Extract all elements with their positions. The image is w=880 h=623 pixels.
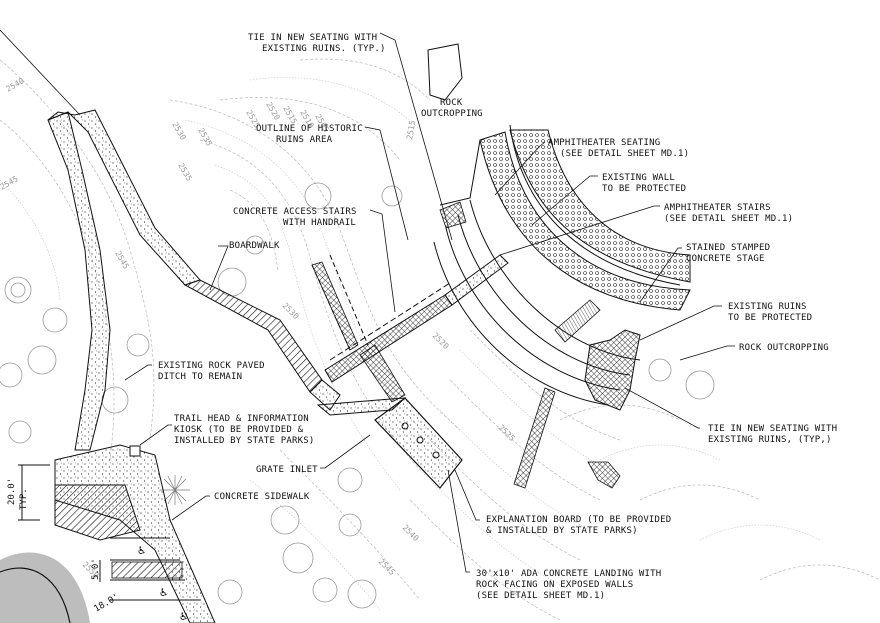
elev-2545: 2545 bbox=[0, 174, 20, 192]
amphitheater-stairs bbox=[554, 299, 601, 343]
label-outline-ruins-1: OUTLINE OF HISTORIC bbox=[256, 124, 363, 134]
dim-stall-width: 5.0' bbox=[91, 558, 101, 580]
shrub-icon bbox=[160, 475, 190, 505]
label-trail-head-3: INSTALLED BY STATE PARKS) bbox=[174, 436, 314, 446]
label-existing-ruins-1: EXISTING RUINS bbox=[728, 302, 807, 312]
curb-line bbox=[0, 567, 71, 623]
label-stained-stage-1: STAINED STAMPED bbox=[686, 243, 770, 253]
ruin-block-south bbox=[587, 461, 621, 489]
elev-2515: 2515 bbox=[281, 105, 299, 126]
elev-2545b: 2545 bbox=[113, 250, 131, 271]
label-amph-seating-1: AMPHITHEATER SEATING bbox=[548, 138, 660, 148]
boardwalk-link bbox=[309, 379, 341, 411]
parking-stalls: ♿ ♿ ♿ bbox=[110, 537, 200, 623]
label-trail-head-2: KIOSK (TO BE PROVIDED & bbox=[174, 425, 304, 435]
bench-icon bbox=[416, 436, 424, 444]
label-tie-in-top-2: EXISTING RUINS. (TYP.) bbox=[262, 44, 386, 54]
elev-2520b: 2520 bbox=[431, 331, 451, 351]
elev-2540: 2540 bbox=[5, 76, 26, 94]
label-ada-2: ROCK FACING ON EXPOSED WALLS bbox=[476, 580, 633, 590]
label-concrete-stairs-2: WITH HANDRAIL bbox=[283, 218, 356, 228]
label-explanation-2: & INSTALLED BY STATE PARKS) bbox=[486, 526, 638, 536]
leader-lines bbox=[124, 32, 735, 573]
bench-icon bbox=[432, 451, 440, 459]
elev-2540b: 2540 bbox=[401, 523, 421, 543]
elev-2530b: 2530 bbox=[281, 301, 301, 321]
walkway bbox=[316, 397, 407, 416]
existing-ruins bbox=[584, 329, 641, 411]
elev-2545c: 2545 bbox=[377, 557, 397, 577]
kiosk-area-hatch bbox=[54, 484, 141, 541]
accessible-parking-icon: ♿ bbox=[160, 585, 167, 599]
stairs-upper bbox=[444, 254, 509, 306]
label-ditch-2: DITCH TO REMAIN bbox=[158, 372, 242, 382]
dim-typ-note: TYP. bbox=[19, 488, 29, 510]
label-existing-wall-2: TO BE PROTECTED bbox=[602, 184, 686, 194]
label-existing-wall-1: EXISTING WALL bbox=[602, 173, 675, 183]
label-existing-ruins-2: TO BE PROTECTED bbox=[728, 313, 812, 323]
dim-typ-width: 20.0' bbox=[7, 478, 17, 505]
tree-symbols bbox=[0, 182, 715, 609]
kiosk-icon bbox=[129, 445, 141, 457]
label-amph-seating-2: (SEE DETAIL SHEET MD.1) bbox=[560, 149, 689, 159]
accessible-parking-icon: ♿ bbox=[180, 609, 187, 623]
pavement-area bbox=[0, 552, 90, 623]
label-amph-stairs-2: (SEE DETAIL SHEET MD.1) bbox=[664, 214, 793, 224]
elev-2530: 2530 bbox=[170, 121, 188, 142]
elev-2520: 2520 bbox=[264, 101, 282, 122]
annotations: TIE IN NEW SEATING WITH EXISTING RUINS. … bbox=[158, 33, 837, 601]
elev-2535b: 2535 bbox=[176, 162, 194, 183]
ruin-strip-left bbox=[311, 261, 359, 351]
dim-stall-length: 18.0' bbox=[93, 592, 121, 614]
grate-inlet-icon bbox=[401, 422, 409, 430]
label-stained-stage-2: CONCRETE STAGE bbox=[686, 254, 765, 264]
label-amph-stairs-1: AMPHITHEATER STAIRS bbox=[664, 203, 771, 213]
elev-2515b: 2515 bbox=[405, 120, 417, 141]
label-trail-head-1: TRAIL HEAD & INFORMATION bbox=[174, 414, 309, 424]
label-tie-in-top-1: TIE IN NEW SEATING WITH bbox=[248, 33, 377, 43]
label-ada-1: 30'x10' ADA CONCRETE LANDING WITH bbox=[476, 569, 661, 579]
contour-lines bbox=[0, 58, 880, 621]
diagonal-leader bbox=[0, 29, 81, 116]
label-tie-in-right-1: TIE IN NEW SEATING WITH bbox=[708, 424, 837, 434]
elev-2535: 2535 bbox=[196, 127, 214, 148]
label-concrete-stairs-1: CONCRETE ACCESS STAIRS bbox=[233, 207, 357, 217]
ruin-strip-mid bbox=[359, 344, 406, 403]
label-rock-right: ROCK OUTCROPPING bbox=[739, 343, 829, 353]
ruin-strip-long bbox=[513, 387, 556, 489]
ruin-block-north bbox=[439, 201, 467, 229]
rock-outcropping-sketch bbox=[427, 43, 463, 101]
label-ada-3: (SEE DETAIL SHEET MD.1) bbox=[476, 591, 605, 601]
label-rock-top-2: OUTCROPPING bbox=[421, 109, 483, 119]
label-tie-in-right-2: EXISTING RUINS, (TYP,) bbox=[708, 435, 832, 445]
ditch-west-leg bbox=[47, 111, 111, 451]
label-explanation-1: EXPLANATION BOARD (TO BE PROVIDED bbox=[486, 515, 671, 525]
label-ditch-1: EXISTING ROCK PAVED bbox=[158, 361, 265, 371]
label-outline-ruins-2: RUINS AREA bbox=[276, 135, 333, 145]
stained-stamped-stage bbox=[509, 129, 691, 283]
label-boardwalk: BOARDWALK bbox=[229, 241, 280, 251]
accessible-parking-icon: ♿ bbox=[138, 543, 145, 557]
label-sidewalk: CONCRETE SIDEWALK bbox=[214, 492, 310, 502]
label-grate-inlet: GRATE INLET bbox=[256, 465, 318, 475]
label-rock-top-1: ROCK bbox=[440, 98, 463, 108]
elev-2525b: 2525 bbox=[497, 423, 517, 443]
historic-ruins-outline bbox=[311, 254, 369, 351]
